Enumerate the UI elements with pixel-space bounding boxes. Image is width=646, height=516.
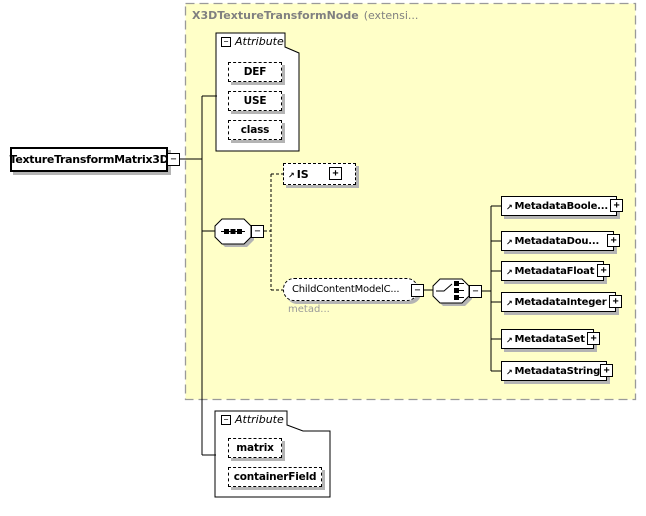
collapse-button[interactable]: − [411,284,424,297]
choice-icon[interactable] [432,278,472,306]
collapse-icon[interactable]: − [221,415,231,425]
group-annotation: metad... [288,304,330,315]
element-label: MetadataDou... [514,235,600,247]
element-metadatafloat[interactable]: ↗ MetadataFloat + [501,261,610,281]
collapse-button[interactable]: − [167,153,180,166]
expand-button[interactable]: + [600,364,613,377]
element-label: MetadataString [514,365,601,377]
element-label: TextureTransformMatrix3D [9,153,169,166]
element-metadatastring[interactable]: ↗ MetadataString + [501,361,613,381]
element-texturetransformmatrix3d[interactable]: TextureTransformMatrix3D [9,147,169,172]
attribute-containerfield[interactable]: containerField [228,467,322,487]
attribute-group-label: Attribute [235,35,284,48]
element-label: MetadataBoole... [514,200,609,212]
reference-arrow-icon: ↗ [506,298,513,308]
element-metadataset[interactable]: ↗ MetadataSet + [501,329,600,349]
reference-arrow-icon: ↗ [506,335,513,345]
sequence-icon[interactable] [214,218,254,247]
reference-arrow-icon: ↗ [506,267,513,277]
element-metadatadouble[interactable]: ↗ MetadataDou... + [501,231,620,251]
expand-button[interactable]: + [597,264,610,277]
expand-button[interactable]: + [329,167,342,180]
expand-button[interactable]: + [610,199,623,212]
reference-arrow-icon: ↗ [506,367,513,377]
group-label: ChildContentModelC... [292,284,400,295]
expand-button[interactable]: + [587,332,600,345]
attribute-class[interactable]: class [228,120,282,140]
element-label: MetadataSet [514,333,585,345]
expand-button[interactable]: + [607,234,620,247]
attribute-use[interactable]: USE [228,91,282,111]
attribute-matrix[interactable]: matrix [228,438,282,458]
attribute-def[interactable]: DEF [228,62,282,82]
expand-button[interactable]: + [609,295,622,308]
element-label: IS [296,167,309,181]
choice-collapse-button[interactable]: − [469,285,482,298]
collapse-icon[interactable]: − [221,37,231,47]
reference-arrow-icon: ↗ [506,237,513,247]
connector-lines [180,95,501,456]
region-title-suffix: (extensi... [363,9,419,22]
reference-arrow-icon: ↗ [506,202,513,212]
element-is[interactable]: ↗ IS + [283,163,356,185]
reference-arrow-icon: ↗ [288,170,295,180]
region-title: X3DTextureTransformNode (extensi... [192,9,418,22]
element-label: MetadataInteger [514,296,607,308]
region-type-name: X3DTextureTransformNode [192,9,359,22]
group-childcontentmodel[interactable]: ChildContentModelC... [283,278,418,301]
attribute-group-label: Attribute [235,413,284,426]
sequence-collapse-button[interactable]: − [251,225,264,238]
element-metadataboolean[interactable]: ↗ MetadataBoole... + [501,196,623,216]
element-metadatainteger[interactable]: ↗ MetadataInteger + [501,292,622,312]
element-label: MetadataFloat [514,265,595,277]
